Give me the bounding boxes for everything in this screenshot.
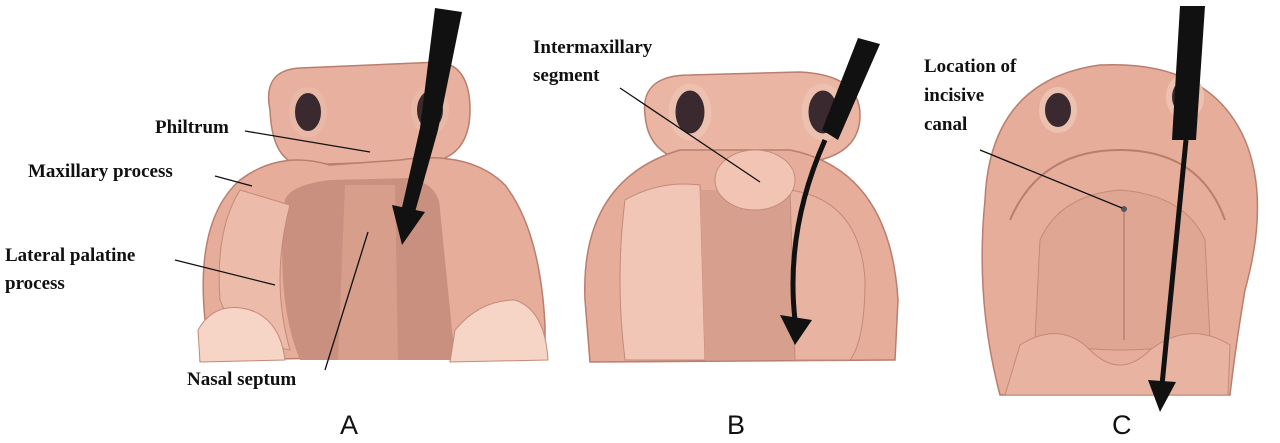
panel-a-arrowhead <box>392 205 425 245</box>
panel-b-illustration <box>584 38 899 363</box>
panel-b-left-nostril <box>668 83 712 141</box>
panel-c-incisive-canal <box>1121 206 1127 212</box>
leader-maxillary <box>214 175 253 187</box>
panel-c-arrowhead <box>1148 380 1176 412</box>
label-incisive-3: canal <box>924 114 968 135</box>
panel-b-intermaxillary-segment <box>714 149 796 211</box>
leader-intermaxillary <box>619 87 761 183</box>
panel-b-arrow-curve <box>790 138 828 321</box>
panel-c-palate <box>1034 189 1211 351</box>
panel-letter-a: A <box>340 410 359 440</box>
panel-b-arrowhead <box>780 315 812 345</box>
panel-b-right-shelf <box>789 189 866 361</box>
panel-c-soft-palate <box>1004 333 1231 396</box>
panel-c-illustration <box>979 6 1259 412</box>
leader-lateral-palatine <box>174 259 276 286</box>
panel-c-lip-arch <box>1009 148 1226 221</box>
label-lateral-palatine-2: process <box>5 273 65 294</box>
label-incisive-2: incisive <box>924 85 985 106</box>
panel-a-right-flap <box>449 299 549 363</box>
leader-philtrum <box>244 130 371 153</box>
panel-a-left-flap <box>197 307 286 363</box>
panel-letter-c: C <box>1112 410 1132 440</box>
panel-b-central-cavity <box>700 190 795 360</box>
label-lateral-palatine-1: Lateral palatine <box>5 245 136 266</box>
panel-a-septum-shape <box>338 185 398 360</box>
label-intermaxillary-2: segment <box>533 65 600 86</box>
panel-b-arrow <box>822 38 880 140</box>
label-philtrum: Philtrum <box>155 117 229 138</box>
label-intermaxillary-1: Intermaxillary <box>533 37 653 58</box>
panel-c-arrow <box>1172 6 1205 140</box>
leader-nasal-septum <box>324 231 369 371</box>
panel-a-left-nostril <box>289 87 327 137</box>
panel-c-arrow-shaft <box>1159 139 1189 386</box>
panel-letter-b: B <box>727 410 746 440</box>
panel-a-arrow <box>398 8 462 230</box>
label-nasal-septum: Nasal septum <box>187 369 297 390</box>
panel-a-illustration <box>174 8 549 371</box>
leader-incisive <box>979 149 1123 209</box>
label-incisive-1: Location of <box>924 56 1017 77</box>
label-maxillary-process: Maxillary process <box>28 161 173 182</box>
panel-c-left-nostril <box>1039 87 1077 133</box>
panel-b-left-cavity <box>619 183 706 361</box>
